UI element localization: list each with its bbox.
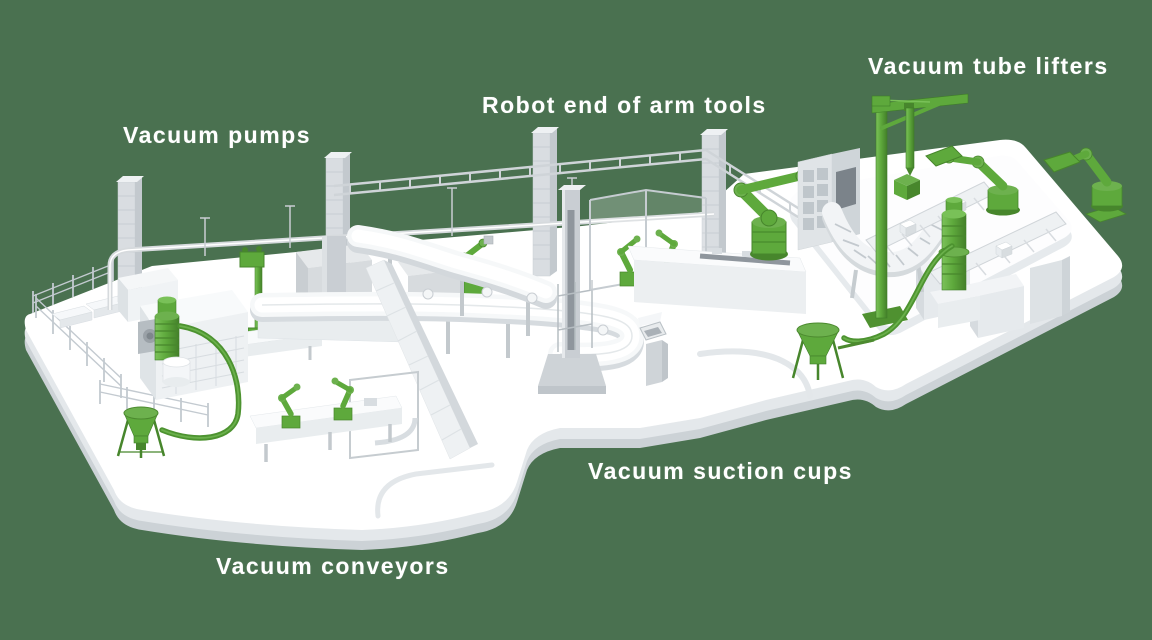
robot-arm-right-2 bbox=[1043, 147, 1128, 223]
floor-seam bbox=[375, 462, 495, 519]
filter-cylinder bbox=[162, 356, 191, 387]
floor-seam bbox=[697, 348, 813, 399]
label-robot-end-of-arm-tools[interactable]: Robot end of arm tools bbox=[482, 92, 767, 118]
feed-hopper-right bbox=[791, 322, 875, 380]
feed-hopper-left bbox=[116, 406, 166, 458]
elevated-conveyor bbox=[347, 225, 557, 336]
center-tower bbox=[538, 185, 606, 394]
brick-pillar bbox=[531, 127, 559, 277]
label-vacuum-suction-cups[interactable]: Vacuum suction cups bbox=[588, 458, 853, 484]
vacuum-pump bbox=[154, 296, 180, 361]
brick-pillar bbox=[116, 176, 144, 303]
assembly-cell bbox=[249, 377, 403, 462]
counter-conveyor bbox=[627, 245, 807, 314]
label-vacuum-pumps[interactable]: Vacuum pumps bbox=[123, 122, 311, 148]
robot-arm-small-1 bbox=[278, 383, 301, 429]
robot-arm-right-1 bbox=[925, 145, 1020, 216]
vacuum-tube-lifter-crane bbox=[862, 93, 969, 328]
pump-hose-left-highlight bbox=[161, 325, 240, 439]
pump-hose-right-highlight bbox=[843, 245, 953, 343]
lifted-box bbox=[894, 174, 920, 200]
diagonal-wall bbox=[365, 259, 478, 460]
vacuum-pump-right bbox=[930, 197, 980, 328]
control-kiosk bbox=[638, 312, 668, 386]
label-vacuum-tube-lifters[interactable]: Vacuum tube lifters bbox=[868, 53, 1109, 79]
overhead-tube-rail bbox=[107, 211, 715, 310]
process-cabinet bbox=[797, 148, 860, 251]
vacuum-pump-station bbox=[118, 268, 248, 400]
label-vacuum-conveyors[interactable]: Vacuum conveyors bbox=[216, 553, 450, 579]
robot-arm-small-2 bbox=[331, 377, 354, 421]
